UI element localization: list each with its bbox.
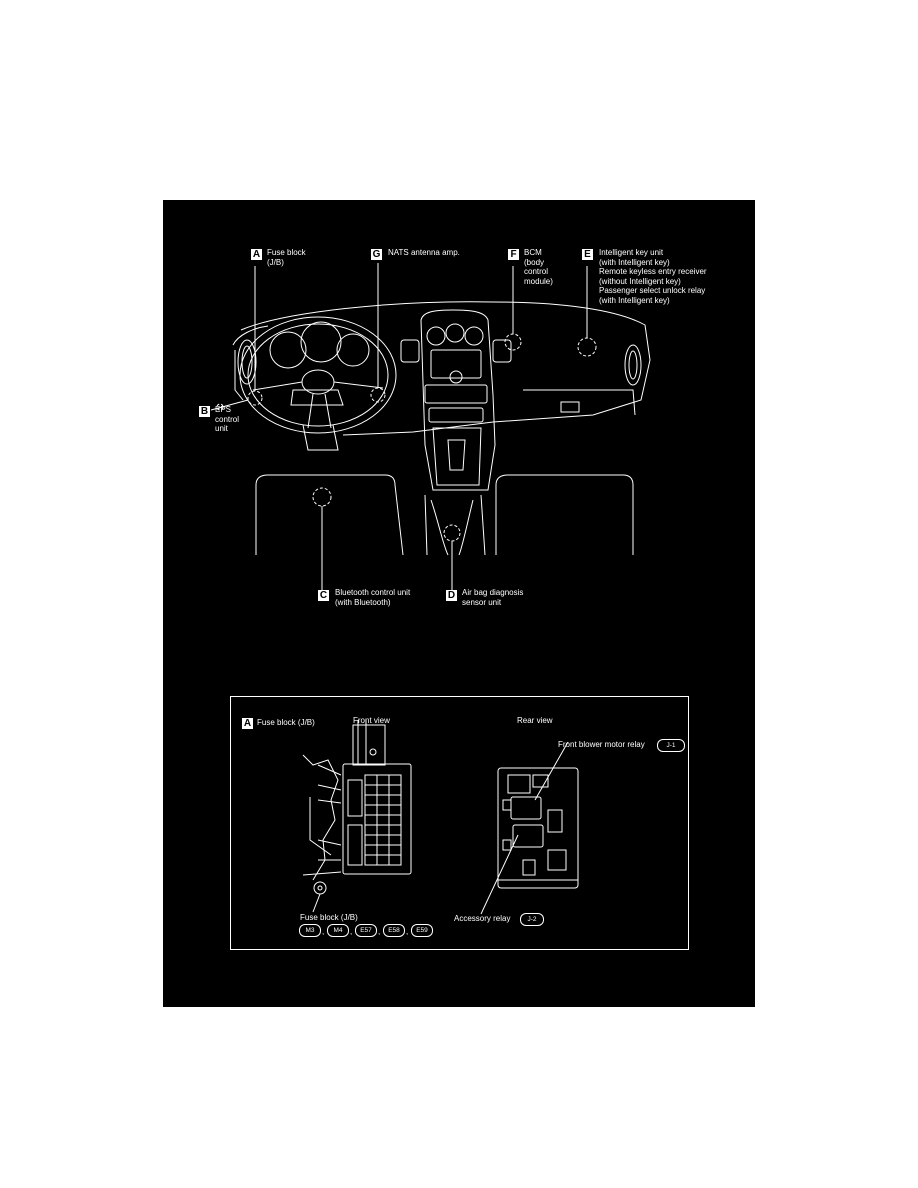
j1-code: J-1: [657, 739, 685, 752]
callout-e-line4: (without Intelligent key): [599, 276, 681, 286]
callout-c-line1: Bluetooth control unit: [335, 588, 411, 597]
inset-marker: A: [242, 718, 253, 729]
callout-f-line1: BCM: [524, 248, 542, 257]
callout-f-label: BCM (body control module): [524, 248, 553, 286]
callout-c-marker: C: [318, 590, 329, 601]
callout-f-line3: control: [524, 267, 549, 276]
j2-code: J-2: [520, 913, 544, 926]
accessory-relay-label: Accessory relay: [454, 914, 511, 923]
callout-g-marker: G: [371, 249, 382, 260]
callout-b-label: EPS control unit: [215, 405, 239, 434]
callout-d-line2: sensor unit: [462, 597, 502, 607]
callout-e-line5: Passenger select unlock relay: [599, 286, 706, 295]
fuse-block-connector-label: Fuse block (J/B): [300, 913, 358, 922]
connector-separator: ,: [322, 927, 325, 936]
callout-b-line3: unit: [215, 424, 228, 433]
front-blower-relay-label: Front blower motor relay: [558, 740, 645, 749]
callout-d-marker: D: [446, 590, 457, 601]
inset-title: Fuse block (J/B): [257, 718, 315, 727]
fuse-block-detail-inset: [230, 696, 689, 950]
callout-d-line1: Air bag diagnosis: [462, 588, 524, 597]
connector-separator: ,: [350, 927, 353, 936]
dashboard-illustration: [210, 263, 651, 915]
callout-e-line1: Intelligent key unit: [599, 248, 664, 257]
connector-separator: ,: [406, 927, 409, 936]
callout-c-line2: (with Bluetooth): [335, 597, 391, 607]
callout-e-marker: E: [582, 249, 593, 260]
callout-e-label: Intelligent key unit (with Intelligent k…: [599, 248, 707, 305]
rear-view-label: Rear view: [517, 716, 553, 725]
callout-e-line3: Remote keyless entry receiver: [599, 267, 707, 276]
connector-e57: E57: [355, 924, 377, 937]
callout-f-marker: F: [508, 249, 519, 260]
callout-b-line1: EPS: [215, 405, 232, 414]
callout-f-line2: (body: [524, 257, 545, 267]
callout-e-line2: (with Intelligent key): [599, 257, 670, 267]
callout-a-label: Fuse block (J/B): [267, 248, 306, 267]
callout-a-line2: (J/B): [267, 257, 284, 267]
callout-c-label: Bluetooth control unit (with Bluetooth): [335, 588, 410, 607]
connector-e59: E59: [411, 924, 433, 937]
callout-d-label: Air bag diagnosis sensor unit: [462, 588, 523, 607]
callout-a-marker: A: [251, 249, 262, 260]
callout-e-line6: (with Intelligent key): [599, 295, 670, 305]
connector-m4: M4: [327, 924, 349, 937]
diagram-panel: A Fuse block (J/B) G NATS antenna amp. F…: [163, 200, 755, 1007]
callout-a-line1: Fuse block: [267, 248, 306, 257]
connector-e58: E58: [383, 924, 405, 937]
callout-b-line2: control: [215, 414, 240, 424]
front-view-label: Front view: [353, 716, 390, 725]
connector-m3: M3: [299, 924, 321, 937]
connector-separator: ,: [378, 927, 381, 936]
callout-b-marker: B: [199, 406, 210, 417]
callout-g-label: NATS antenna amp.: [388, 248, 460, 257]
callout-f-line4: module): [524, 276, 553, 286]
